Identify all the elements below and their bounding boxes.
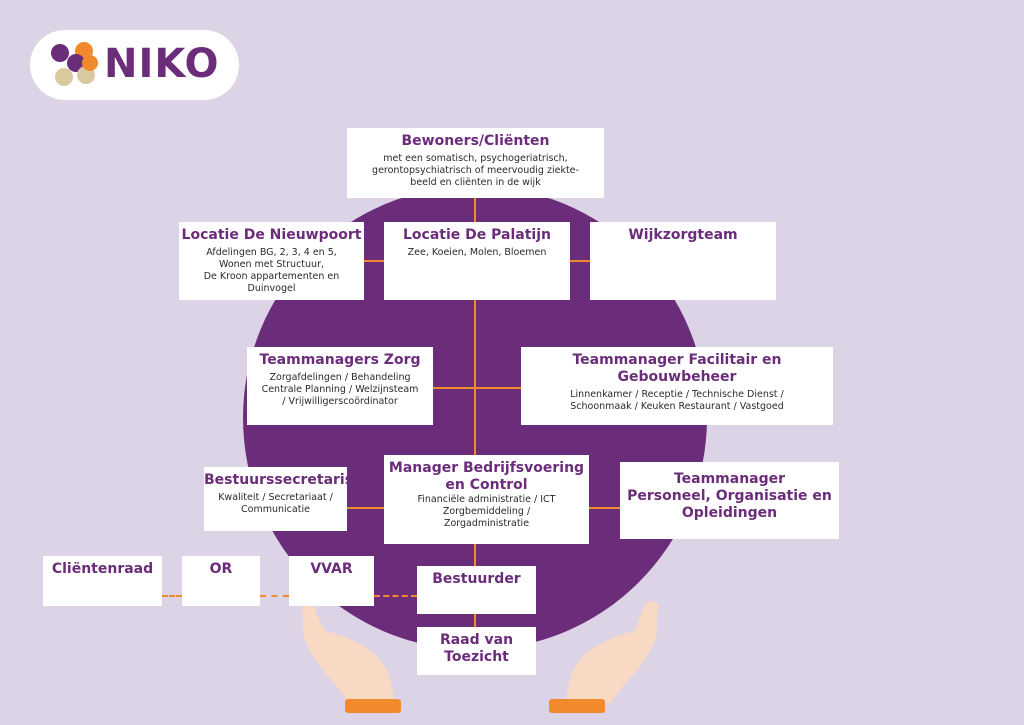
node-raad: Raad van Toezicht	[417, 627, 536, 675]
node-tm-facilitair-desc: Linnenkamer / Receptie / Technische Dien…	[570, 389, 784, 412]
node-clientenraad-title: Cliëntenraad	[51, 561, 154, 577]
main-vertical-line	[474, 197, 476, 627]
node-or: OR	[182, 556, 260, 606]
node-tm-zorg: Teammanagers Zorg Zorgafdelingen / Behan…	[247, 347, 433, 425]
dotted-clientenraad-or	[162, 595, 182, 597]
left-hand-icon	[301, 603, 401, 713]
node-clientenraad: Cliëntenraad	[43, 556, 162, 606]
node-or-title: OR	[209, 561, 233, 577]
node-bewoners-title: Bewoners/Cliënten	[401, 133, 550, 149]
node-bewoners-desc: met een somatisch, psychogeriatrisch, ge…	[372, 153, 579, 188]
connector-nieuwpoort	[364, 260, 384, 262]
connector-secretaris	[347, 507, 384, 509]
right-hand-icon	[549, 601, 659, 713]
node-wijkzorg-title: Wijkzorgteam	[628, 227, 738, 243]
node-wijkzorg: Wijkzorgteam	[590, 222, 776, 300]
node-manager-bv: Manager Bedrijfsvoering en Control Finan…	[384, 455, 589, 544]
node-manager-bv-desc: Financiële administratie / ICT Zorgbemid…	[417, 494, 556, 529]
node-bestuurssecretaris-desc: Kwaliteit / Secretariaat / Communicatie	[218, 492, 333, 515]
node-palatijn-desc: Zee, Koeien, Molen, Bloemen	[407, 247, 547, 258]
node-bestuurssecretaris: Bestuurssecretaris Kwaliteit / Secretari…	[204, 467, 354, 531]
node-bestuurder-title: Bestuurder	[432, 571, 521, 587]
node-tm-facilitair: Teammanager Facilitair en Gebouwbeheer L…	[521, 347, 833, 425]
node-tm-zorg-title: Teammanagers Zorg	[259, 352, 421, 368]
node-nieuwpoort-desc: Afdelingen BG, 2, 3, 4 en 5, Wonen met S…	[203, 247, 340, 294]
logo-text: NIKO	[104, 41, 220, 87]
niko-logo-icon	[51, 42, 98, 86]
node-palatijn-title: Locatie De Palatijn	[403, 227, 551, 243]
node-raad-title: Raad van Toezicht	[439, 632, 514, 665]
node-nieuwpoort-title: Locatie De Nieuwpoort	[181, 227, 362, 243]
node-tm-facilitair-title: Teammanager Facilitair en Gebouwbeheer	[572, 352, 782, 385]
logo-badge	[30, 30, 239, 100]
node-manager-bv-title: Manager Bedrijfsvoering en Control	[388, 460, 585, 493]
node-vvar: VVAR	[289, 556, 374, 606]
dotted-or-vvar	[260, 595, 289, 597]
node-tm-zorg-desc: Zorgafdelingen / Behandeling Centrale Pl…	[261, 372, 419, 407]
connector-wijkzorg	[570, 260, 590, 262]
node-tm-personeel-title: Teammanager Personeel, Organisatie en Op…	[627, 471, 832, 521]
node-nieuwpoort: Locatie De Nieuwpoort Afdelingen BG, 2, …	[179, 222, 364, 300]
node-bewoners: Bewoners/Cliënten met een somatisch, psy…	[347, 128, 604, 198]
connector-personeel	[589, 507, 620, 509]
node-bestuurssecretaris-title: Bestuurssecretaris	[204, 472, 354, 488]
node-bestuurder: Bestuurder	[417, 566, 536, 614]
connector-zorg-facilitair	[433, 387, 521, 389]
node-palatijn: Locatie De Palatijn Zee, Koeien, Molen, …	[384, 222, 570, 300]
dotted-vvar-bestuurder	[374, 595, 417, 597]
node-vvar-title: VVAR	[310, 561, 353, 577]
node-tm-personeel: Teammanager Personeel, Organisatie en Op…	[620, 462, 839, 539]
